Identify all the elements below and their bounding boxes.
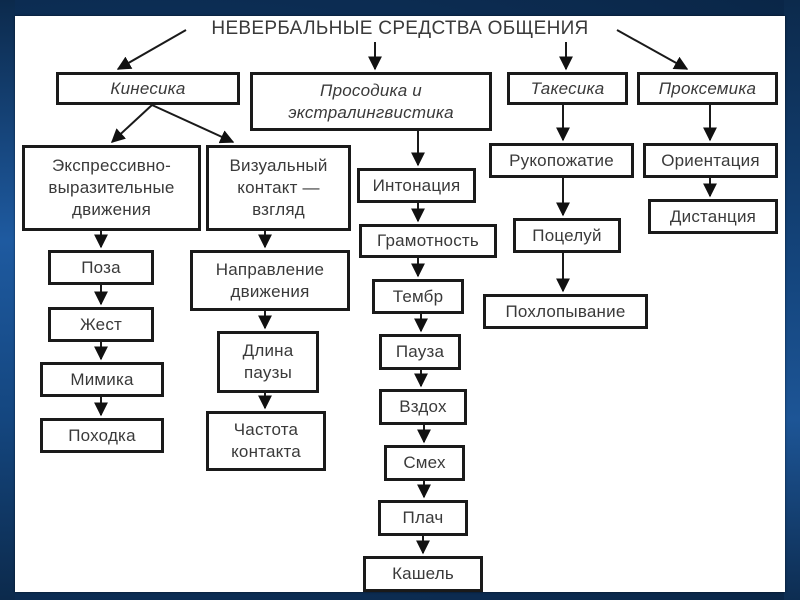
arrow-kinesics-to-visual [151, 104, 235, 144]
item-facial-expression: Мимика [40, 362, 164, 397]
item-kiss: Поцелуй [513, 218, 621, 253]
group-expressive-movements: Экспрессивно- выразительные движения [22, 145, 201, 231]
item-pat: Похлопывание [483, 294, 648, 329]
item-laughter: Смех [384, 445, 465, 481]
item-intonation: Интонация [357, 168, 476, 203]
item-literacy: Грамотность [359, 224, 497, 258]
item-cough: Кашель [363, 556, 483, 592]
group-visual-contact: Визуальный контакт — взгляд [206, 145, 351, 231]
arrow-kinesics-to-expressive [110, 104, 153, 143]
category-takesics: Такесика [507, 72, 628, 105]
item-gait: Походка [40, 418, 164, 453]
category-prosody: Просодика и экстралингвистика [250, 72, 492, 131]
item-gesture: Жест [48, 307, 154, 342]
arrow-title-to-kinesics [116, 29, 187, 70]
category-kinesics: Кинесика [56, 72, 240, 105]
background-right-edge [784, 0, 800, 600]
item-contact-frequency: Частота контакта [206, 411, 326, 471]
item-gaze-direction: Направление движения [190, 250, 350, 311]
category-proxemics: Проксемика [637, 72, 778, 105]
diagram-title: НЕВЕРБАЛЬНЫЕ СРЕДСТВА ОБЩЕНИЯ [211, 18, 589, 39]
item-distance: Дистанция [648, 199, 778, 234]
background-left-edge [0, 0, 15, 600]
item-sigh: Вздох [379, 389, 467, 425]
item-pause: Пауза [379, 334, 461, 370]
item-timbre: Тембр [372, 279, 464, 314]
item-pose: Поза [48, 250, 154, 285]
arrow-title-to-proxemics [616, 29, 689, 70]
item-handshake: Рукопожатие [489, 143, 634, 178]
item-crying: Плач [378, 500, 468, 536]
item-orientation: Ориентация [643, 143, 778, 178]
item-pause-length: Длина паузы [217, 331, 319, 393]
